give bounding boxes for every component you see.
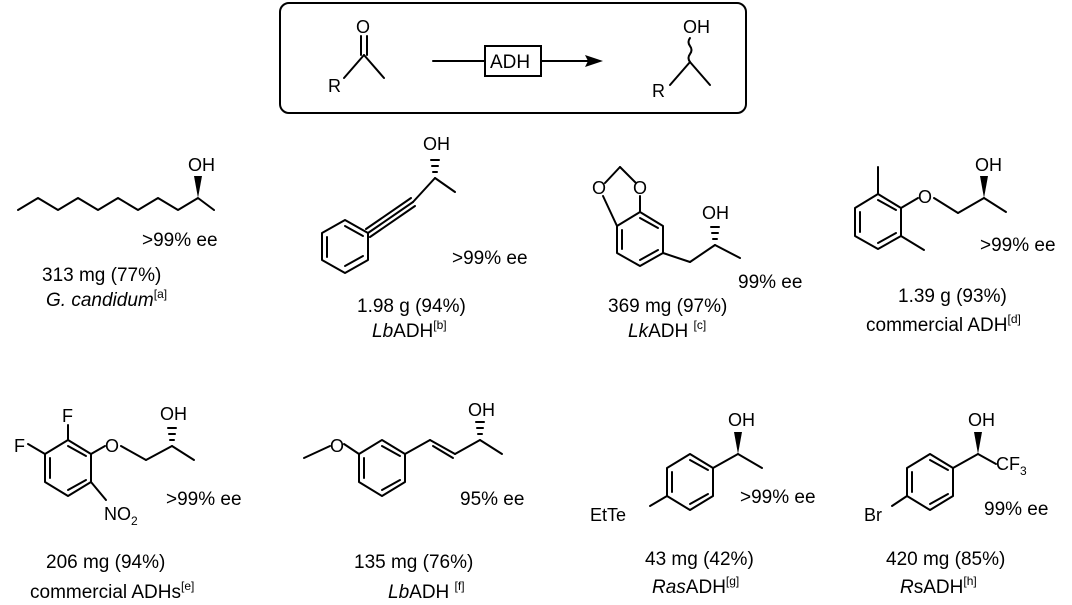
compound-1-chain bbox=[17, 197, 215, 211]
compound-5-ring bbox=[44, 439, 92, 497]
compound-1-amount: 313 mg (77%) bbox=[42, 265, 161, 286]
compound-3-ring bbox=[616, 211, 664, 267]
compound-4-ring bbox=[854, 193, 902, 250]
compound-5-f2: F bbox=[14, 436, 25, 456]
compound-4-wedge bbox=[980, 176, 988, 198]
compound-3-oh: OH bbox=[702, 203, 729, 223]
compound-5-hash bbox=[167, 427, 177, 441]
compound-5-amount: 206 mg (94%) bbox=[46, 552, 165, 573]
compound-2-ee: >99% ee bbox=[452, 248, 528, 269]
compound-1: OH >99% ee 313 mg (77%) G. candidum[a] bbox=[17, 155, 218, 311]
compound-8-cf3: CF3 bbox=[996, 454, 1027, 478]
compound-4: O OH >99% ee 1.39 g (93%) commercial ADH… bbox=[854, 155, 1056, 336]
compound-8-ring bbox=[906, 453, 954, 511]
alcohol-r-label: R bbox=[652, 81, 665, 101]
compound-4-amount: 1.39 g (93%) bbox=[898, 286, 1007, 307]
compound-3-o1: O bbox=[592, 178, 606, 198]
compound-6: O OH 95% ee 135 mg (76%) LbADH [f] bbox=[303, 400, 524, 603]
compound-8-wedge bbox=[974, 432, 982, 454]
ketone-oxygen-label: O bbox=[356, 17, 370, 37]
compound-8-ee: 99% ee bbox=[984, 499, 1048, 520]
arrow-head bbox=[585, 55, 603, 67]
compound-7-ette: EtTe bbox=[590, 505, 626, 525]
compound-4-ee: >99% ee bbox=[980, 235, 1056, 256]
compound-8-amount: 420 mg (85%) bbox=[886, 549, 1005, 570]
compound-5-oh: OH bbox=[160, 404, 187, 424]
alcohol-oh-label: OH bbox=[683, 17, 710, 37]
enzyme-label: ADH bbox=[490, 52, 530, 73]
compound-2-hash bbox=[430, 159, 440, 173]
compound-2-amount: 1.98 g (94%) bbox=[357, 296, 466, 317]
compound-1-ee: >99% ee bbox=[142, 230, 218, 251]
compound-7-biocatalyst: RasADH[g] bbox=[652, 574, 739, 598]
compound-7: EtTe OH >99% ee 43 mg (42%) RasADH[g] bbox=[590, 410, 816, 598]
compound-3-ee: 99% ee bbox=[738, 272, 802, 293]
compound-4-o: O bbox=[918, 187, 932, 207]
compound-5-o: O bbox=[105, 436, 119, 456]
compound-5-ee: >99% ee bbox=[166, 489, 242, 510]
reaction-arrow: ADH bbox=[432, 45, 603, 77]
compound-1-oh: OH bbox=[188, 155, 215, 175]
compound-5: F F NO2 O OH >99% ee 206 mg (94%) commer… bbox=[14, 404, 242, 603]
compound-6-ee: 95% ee bbox=[460, 489, 524, 510]
compound-8: Br OH CF3 99% ee 420 mg (85%) RsADH[h] bbox=[864, 410, 1048, 598]
compound-6-oh: OH bbox=[468, 400, 495, 420]
compound-7-amount: 43 mg (42%) bbox=[645, 549, 754, 570]
compound-7-ee: >99% ee bbox=[740, 487, 816, 508]
compound-5-f1: F bbox=[62, 406, 73, 426]
compound-7-wedge bbox=[734, 432, 742, 454]
compound-5-no2: NO2 bbox=[104, 504, 138, 528]
compound-6-amount: 135 mg (76%) bbox=[354, 552, 473, 573]
compound-4-biocatalyst: commercial ADH[d] bbox=[866, 312, 1021, 336]
compound-2-oh: OH bbox=[423, 134, 450, 154]
compound-5-biocatalyst: commercial ADHs[e] bbox=[30, 579, 194, 603]
compound-3: O O OH 99% ee 369 mg (97%) LkADH [c] bbox=[592, 166, 802, 342]
compound-7-oh: OH bbox=[728, 410, 755, 430]
compound-6-biocatalyst: LbADH [f] bbox=[388, 579, 465, 603]
scheme-box: O R ADH OH R bbox=[279, 2, 747, 114]
compound-3-amount: 369 mg (97%) bbox=[608, 296, 727, 317]
compound-8-oh: OH bbox=[968, 410, 995, 430]
compound-8-br: Br bbox=[864, 505, 882, 525]
compound-3-o2: O bbox=[633, 178, 647, 198]
compound-2: OH >99% ee 1.98 g (94%) LbADH[b] bbox=[321, 134, 528, 342]
compound-1-wedge bbox=[194, 176, 202, 198]
compound-3-hash bbox=[710, 226, 720, 240]
compound-1-biocatalyst: G. candidum[a] bbox=[46, 287, 167, 311]
alcohol-structure: OH R bbox=[652, 17, 711, 101]
compound-6-hash bbox=[475, 421, 485, 435]
compound-4-oh: OH bbox=[975, 155, 1002, 175]
compound-7-ring bbox=[666, 453, 714, 511]
ketone-r-label: R bbox=[328, 76, 341, 96]
compound-6-ring bbox=[358, 439, 406, 497]
compound-6-o: O bbox=[330, 436, 344, 456]
compound-3-biocatalyst: LkADH [c] bbox=[628, 318, 706, 342]
compound-8-biocatalyst: RsADH[h] bbox=[900, 574, 977, 598]
ketone-structure: O R bbox=[328, 17, 385, 96]
compound-2-biocatalyst: LbADH[b] bbox=[372, 318, 447, 342]
